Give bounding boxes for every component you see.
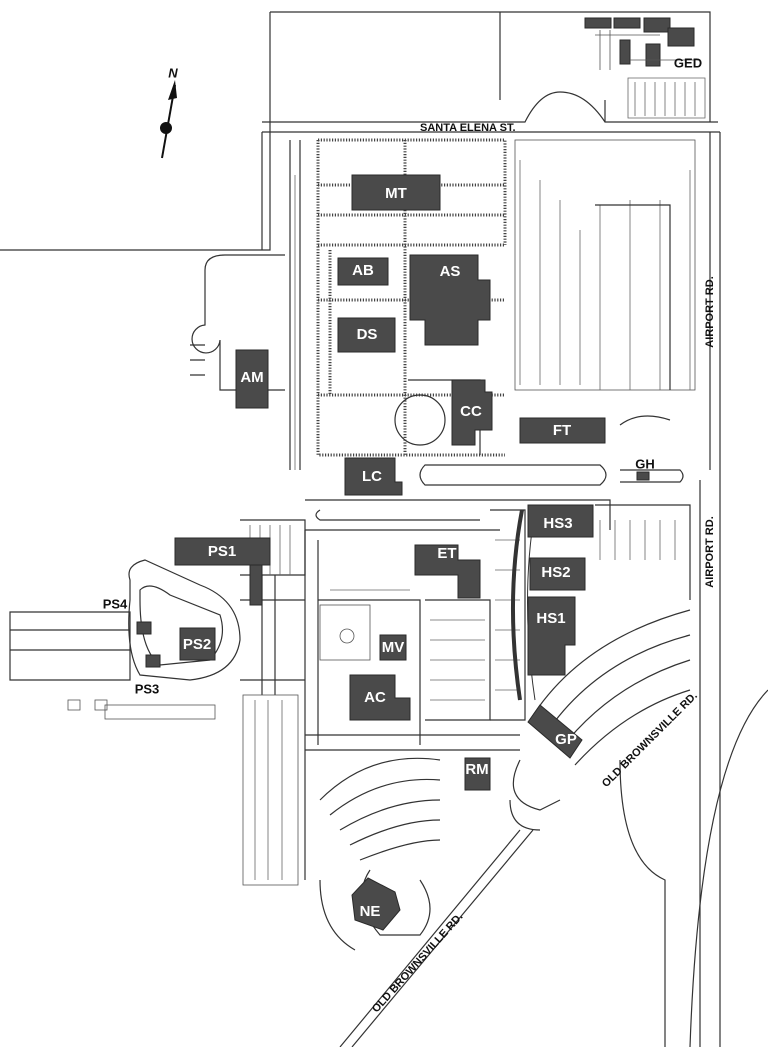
north-label: N <box>168 65 178 80</box>
label-ps1: PS1 <box>208 543 236 560</box>
label-lc: LC <box>362 468 382 485</box>
label-ged: GED <box>674 55 702 70</box>
south-central-grid <box>304 509 526 880</box>
label-ps4: PS4 <box>103 596 128 611</box>
building-as[interactable] <box>409 254 491 346</box>
building-ps4[interactable] <box>136 621 152 635</box>
street-airport-lower: AIRPORT RD. <box>704 516 716 588</box>
label-hs1: HS1 <box>536 610 565 627</box>
building-ps2[interactable] <box>179 627 216 661</box>
building-ps1[interactable] <box>174 537 271 566</box>
north-arrow: N <box>160 65 178 159</box>
label-gh: GH <box>635 456 655 471</box>
building-mv[interactable] <box>379 634 407 661</box>
label-am: AM <box>240 369 263 386</box>
buildings: MT AB AS DS AM CC FT LC GH GED PS1 <box>103 55 702 931</box>
label-as: AS <box>440 263 461 280</box>
building-lc[interactable] <box>344 457 403 496</box>
label-ps2: PS2 <box>183 636 211 653</box>
building-hs3[interactable] <box>527 504 594 538</box>
building-am[interactable] <box>235 349 269 409</box>
building-ds[interactable] <box>337 317 396 353</box>
building-rm[interactable] <box>464 757 491 791</box>
building-ac[interactable] <box>349 674 411 721</box>
label-mv: MV <box>382 639 405 656</box>
building-cc[interactable] <box>451 379 493 446</box>
roads <box>0 11 768 1047</box>
building-et[interactable] <box>414 544 481 599</box>
mid-loop-road <box>305 464 684 531</box>
label-hs2: HS2 <box>541 564 570 581</box>
label-ds: DS <box>357 326 378 343</box>
south-loop <box>319 759 561 951</box>
building-ne[interactable] <box>351 877 401 931</box>
label-hs3: HS3 <box>543 515 572 532</box>
label-rm: RM <box>465 761 488 778</box>
building-ps3[interactable] <box>145 654 161 668</box>
building-gp[interactable] <box>527 704 583 759</box>
building-ft[interactable] <box>519 417 606 444</box>
building-hs2[interactable] <box>529 557 586 591</box>
parking-area-b <box>242 694 299 886</box>
street-airport-upper: AIRPORT RD. <box>704 276 716 348</box>
building-hs1[interactable] <box>527 596 576 676</box>
label-mt: MT <box>385 185 407 202</box>
label-ps3: PS3 <box>135 681 160 696</box>
label-gp: GP <box>555 731 577 748</box>
hs-walkway <box>511 509 524 701</box>
street-santa-elena: SANTA ELENA ST. <box>420 122 516 134</box>
label-et: ET <box>437 545 456 562</box>
am-loop <box>190 254 285 391</box>
label-ac: AC <box>364 689 386 706</box>
label-ft: FT <box>553 422 571 439</box>
street-old-brownsville-east: OLD BROWNSVILLE RD. <box>600 690 700 790</box>
building-ab[interactable] <box>337 257 389 286</box>
building-mt[interactable] <box>351 174 441 211</box>
ged-complex <box>584 17 706 119</box>
label-cc: CC <box>460 403 482 420</box>
parking-lots-north <box>514 139 696 426</box>
building-gh[interactable] <box>636 471 650 481</box>
label-ab: AB <box>352 262 374 279</box>
curved-parking-south <box>319 504 691 861</box>
label-ne: NE <box>360 903 381 920</box>
